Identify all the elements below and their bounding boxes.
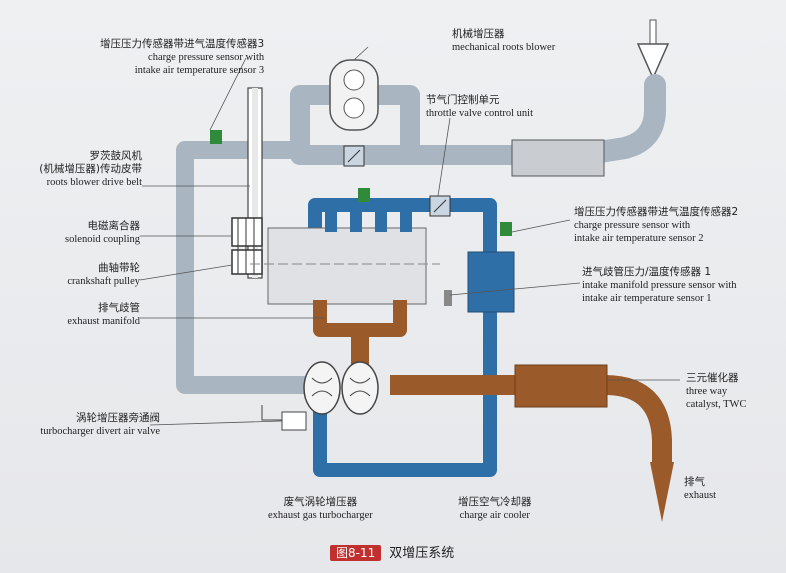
label-sensor3: 增压压力传感器带进气温度传感器3 charge pressure sensor …: [100, 38, 265, 76]
label-cooler: 增压空气冷却器 charge air cooler: [458, 496, 532, 521]
label-divert: 涡轮增压器旁通阀 turbocharger divert air valve: [40, 412, 160, 437]
figure-title: 双增压系统: [389, 546, 455, 561]
label-drive-belt: 罗茨鼓风机 (机械增压器)传动皮带 roots blower drive bel…: [39, 150, 142, 188]
figure-number: 图8-11: [330, 545, 382, 561]
air-filter: [511, 139, 605, 177]
belt-drive: [231, 87, 263, 279]
charge-air-cooler: [467, 251, 515, 313]
label-solenoid: 电磁离合器 solenoid coupling: [65, 220, 140, 245]
label-turbo: 废气涡轮增压器 exhaust gas turbocharger: [268, 496, 373, 521]
label-roots-blower: 机械增压器 mechanical roots blower: [452, 28, 556, 53]
exhaust-system: [313, 300, 672, 462]
label-sensor2: 增压压力传感器带进气温度传感器2 charge pressure sensor …: [574, 206, 739, 244]
turbocharger: [303, 361, 379, 415]
catalyst: [514, 364, 608, 408]
grey-intake-duct: [176, 74, 666, 394]
roots-blower: [329, 59, 379, 131]
inlet-arrow: [636, 19, 670, 80]
label-throttle: 节气门控制单元 throttle valve control unit: [426, 94, 534, 119]
figure-caption: 图8-11 双增压系统: [330, 542, 454, 561]
green-sensors: [210, 130, 512, 306]
throttle-valve: [343, 145, 451, 217]
label-catalyst: 三元催化器 three way catalyst, TWC: [686, 372, 747, 410]
divert-valve: [261, 405, 307, 431]
label-crank: 曲轴带轮 crankshaft pulley: [67, 262, 140, 287]
leader-lines: [139, 46, 680, 426]
label-sensor1: 进气歧管压力/温度传感器 1 intake manifold pressure …: [582, 266, 737, 304]
engine-block: [250, 210, 440, 305]
label-exhaust-manifold: 排气歧管 exhaust manifold: [67, 302, 140, 327]
exhaust-arrow: [650, 462, 674, 522]
label-exhaust: 排气 exhaust: [684, 476, 717, 501]
